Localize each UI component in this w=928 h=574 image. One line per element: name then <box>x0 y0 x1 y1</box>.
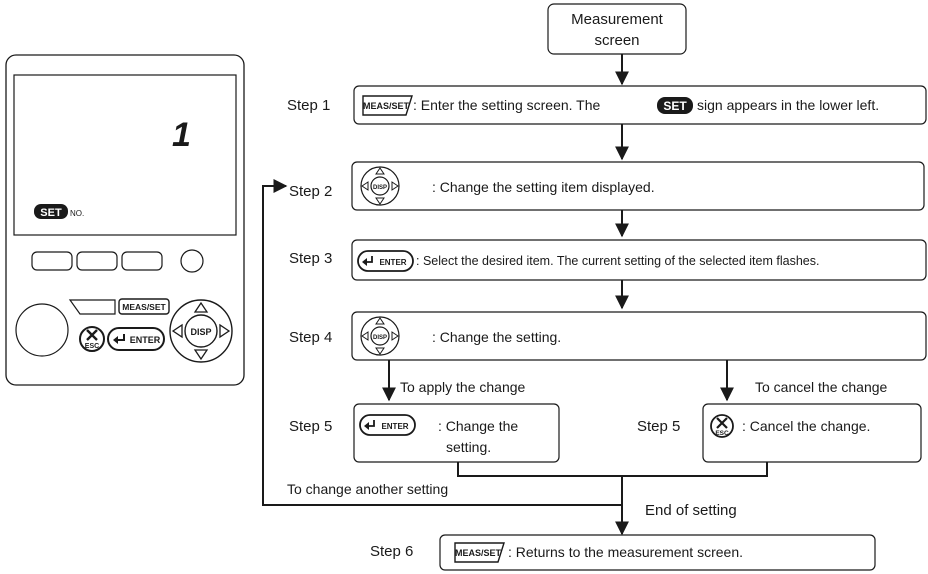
step5b-text: : Cancel the change. <box>742 418 870 434</box>
step3-enter-key: ENTER <box>357 250 414 272</box>
step1-label: Step 1 <box>287 97 330 114</box>
soft-key-1[interactable] <box>31 251 73 271</box>
step6-text: : Returns to the measurement screen. <box>508 544 743 560</box>
end-label: End of setting <box>645 502 737 519</box>
pad-down-icon[interactable] <box>193 349 209 361</box>
step1-meas-set-key: MEAS/SET <box>362 95 413 116</box>
step1-key-label: MEAS/SET <box>363 101 410 111</box>
device-esc-label: ESC <box>85 343 99 350</box>
step5a-line-1: : Change the <box>438 418 518 434</box>
lcd-no-label: NO. <box>70 209 84 218</box>
device-enter-key[interactable]: ENTER <box>107 327 165 351</box>
soft-key-3[interactable] <box>121 251 163 271</box>
step3-label: Step 3 <box>289 250 332 267</box>
step1-set-badge: SET <box>657 97 693 114</box>
step1-text-a: : Enter the setting screen. The <box>413 97 601 113</box>
device-panel: 1 SET NO. MEAS/SET ESC <box>5 54 245 386</box>
step2-box: DISP : Change the setting item displayed… <box>351 161 925 211</box>
pad-up-icon[interactable] <box>193 301 209 313</box>
lcd-set-badge-text: SET <box>40 207 62 219</box>
step4-text: : Change the setting. <box>432 329 561 345</box>
step3-key-label: ENTER <box>379 258 406 267</box>
soft-key-2[interactable] <box>76 251 118 271</box>
blank-key[interactable] <box>68 299 116 315</box>
step4-label: Step 4 <box>289 329 332 346</box>
step3-text: : Select the desired item. The current s… <box>416 254 819 268</box>
step5a-line-2: setting. <box>446 439 491 455</box>
start-line-2: screen <box>594 32 639 49</box>
pad-left-icon[interactable] <box>171 323 183 339</box>
power-button[interactable] <box>15 303 69 357</box>
svg-text:DISP: DISP <box>373 185 387 191</box>
step3-box: ENTER : Select the desired item. The cur… <box>351 239 927 281</box>
apply-label: To apply the change <box>400 379 526 395</box>
step4-disp-pad-icon: DISP <box>360 316 400 356</box>
step5a-key-label: ENTER <box>381 422 408 431</box>
step5a-label: Step 5 <box>289 418 332 435</box>
device-enter-label: ENTER <box>130 335 161 345</box>
step2-text: : Change the setting item displayed. <box>432 179 655 195</box>
step6-key-label: MEAS/SET <box>455 548 502 558</box>
step1-text-b: sign appears in the lower left. <box>697 97 879 113</box>
lcd-set-badge: SET <box>34 204 68 219</box>
start-line-1: Measurement <box>571 11 664 28</box>
step4-box: DISP : Change the setting. <box>351 311 927 361</box>
loop-label: To change another setting <box>287 481 448 497</box>
pad-right-icon[interactable] <box>219 323 231 339</box>
step5a-box: ENTER : Change the setting. <box>353 403 560 463</box>
cancel-label: To cancel the change <box>755 379 888 395</box>
step5b-box: ESC : Cancel the change. <box>702 403 922 463</box>
device-disp-label: DISP <box>190 327 211 337</box>
step2-disp-pad-icon: DISP <box>360 166 400 206</box>
device-meas-set-label: MEAS/SET <box>122 302 166 312</box>
step1-badge-text: SET <box>663 99 687 113</box>
svg-text:DISP: DISP <box>373 335 387 341</box>
device-disp-pad[interactable]: DISP <box>169 299 233 363</box>
start-box: Measurement screen <box>547 3 687 55</box>
merge-line <box>457 462 768 477</box>
step6-meas-set-key: MEAS/SET <box>454 542 505 563</box>
status-lamp <box>180 249 204 273</box>
step1-box: MEAS/SET : Enter the setting screen. The… <box>353 85 927 125</box>
loop-back-line <box>262 179 623 506</box>
step2-label: Step 2 <box>289 183 332 200</box>
step6-label: Step 6 <box>370 543 413 560</box>
step6-box: MEAS/SET : Returns to the measurement sc… <box>439 534 876 571</box>
step5b-label: Step 5 <box>637 418 680 435</box>
lcd-digit: 1 <box>172 116 191 154</box>
step5b-esc-key: ESC <box>710 414 734 438</box>
device-meas-set-key[interactable]: MEAS/SET <box>118 298 170 315</box>
step5a-enter-key: ENTER <box>359 414 416 436</box>
step5b-key-label: ESC <box>715 430 729 437</box>
device-esc-key[interactable]: ESC <box>79 326 105 352</box>
